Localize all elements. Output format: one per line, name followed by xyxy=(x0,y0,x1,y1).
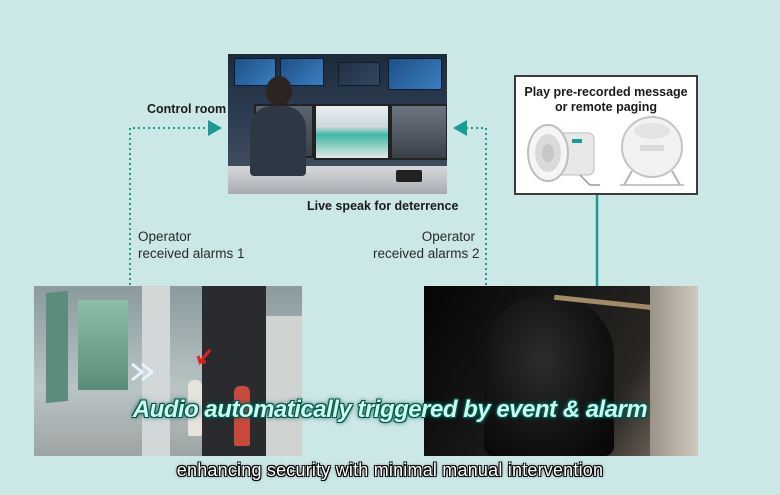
monitor-right xyxy=(390,104,447,160)
alarm2-line2: received alarms 2 xyxy=(373,246,480,261)
speaker-box-title: Play pre-recorded message or remote pagi… xyxy=(516,85,696,115)
control-room-photo xyxy=(228,54,447,194)
right-wall xyxy=(266,316,302,456)
operator-head xyxy=(266,76,292,106)
live-speak-label: Live speak for deterrence xyxy=(307,199,459,213)
speaker-title-line1: Play pre-recorded message xyxy=(524,85,688,99)
glass-panel xyxy=(46,290,68,404)
alarm1-line1: Operator xyxy=(138,229,192,244)
person-figure xyxy=(234,386,250,446)
headline-caption: Audio automatically triggered by event &… xyxy=(132,396,648,423)
intruder-figure xyxy=(484,296,614,456)
monitor-center xyxy=(314,104,390,160)
speaker-box: Play pre-recorded message or remote pagi… xyxy=(514,75,698,195)
wall-screen xyxy=(234,58,276,86)
subtitle-caption: enhancing security with minimal manual i… xyxy=(176,460,604,480)
corridor-camera-photo xyxy=(34,286,302,456)
alarm1-dotted-arrow xyxy=(129,120,222,285)
control-room-label: Control room xyxy=(147,102,227,116)
wall-screen xyxy=(280,58,324,86)
intruder-camera-photo xyxy=(424,286,698,456)
door-frame xyxy=(650,286,698,456)
motion-chevron-icon xyxy=(131,362,155,382)
speaker-title-line2: or remote paging xyxy=(554,100,658,114)
alarm2-dotted-arrow xyxy=(453,120,487,285)
alarm1-label: Operator received alarms 1 xyxy=(138,228,245,262)
pillar xyxy=(142,286,170,456)
alert-arrow-icon xyxy=(196,349,212,366)
glass-panel xyxy=(78,300,128,390)
alarm1-line2: received alarms 1 xyxy=(138,246,245,261)
alarm2-line1: Operator xyxy=(421,229,475,244)
alarm2-label: Operator received alarms 2 xyxy=(373,228,480,262)
horn-speaker-icon xyxy=(527,124,600,186)
desk-device xyxy=(396,170,422,182)
wall-screen xyxy=(338,62,380,86)
operator-body xyxy=(250,106,306,176)
round-speaker-icon xyxy=(620,116,684,186)
wall-screen xyxy=(388,58,442,90)
person-figure xyxy=(188,380,202,436)
